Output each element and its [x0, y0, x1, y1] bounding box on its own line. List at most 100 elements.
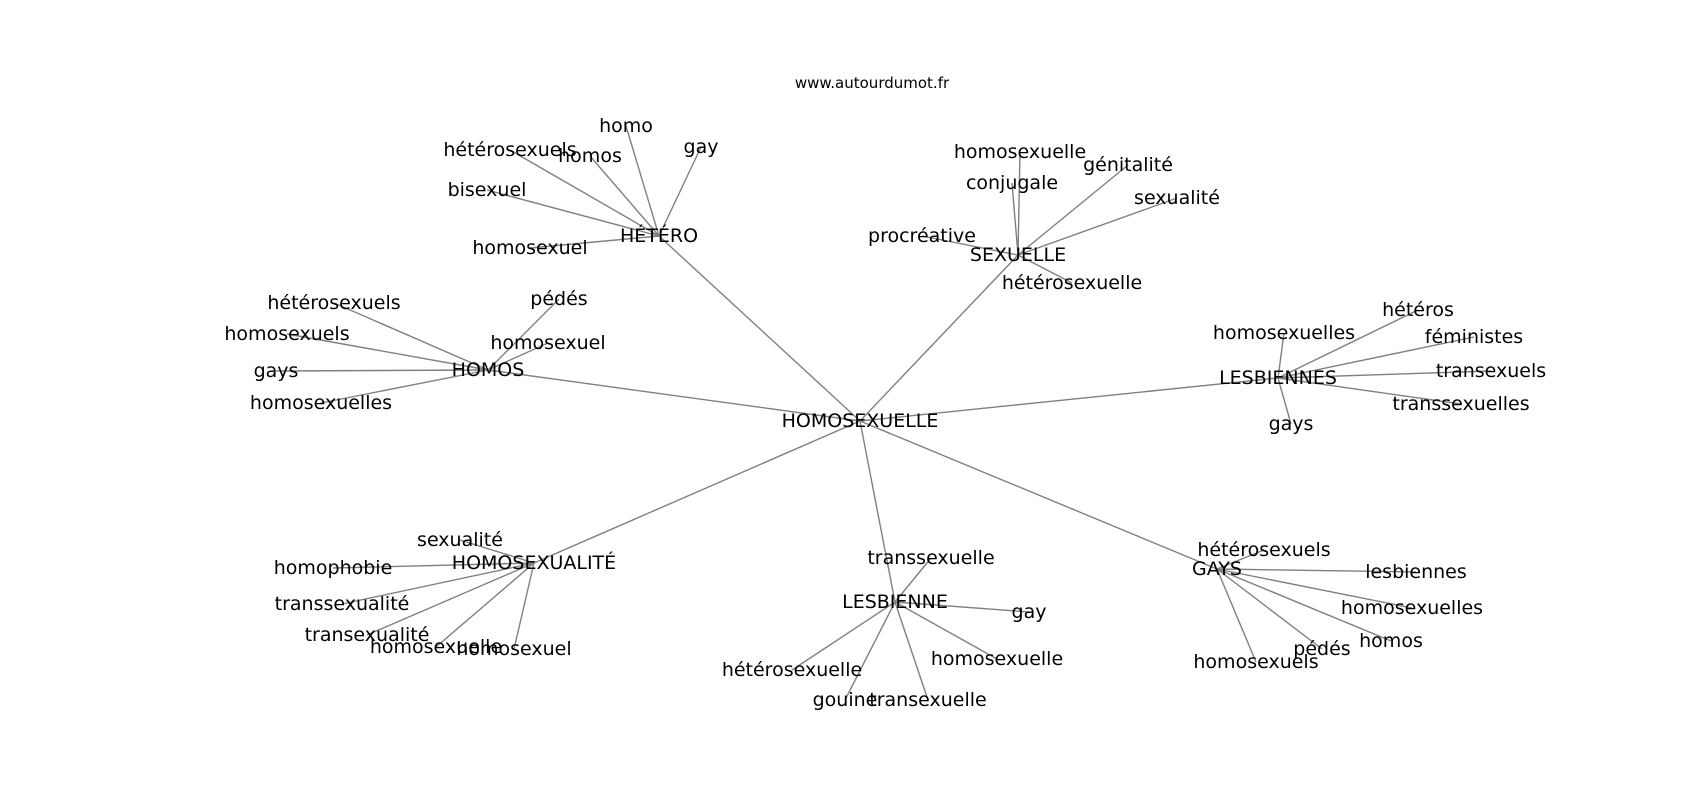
word-node[interactable]: transexualité: [305, 624, 430, 646]
edge-hub-word: [1216, 549, 1265, 570]
edge-center-hub: [658, 235, 861, 422]
word-node[interactable]: hétérosexuels: [443, 139, 576, 161]
word-node[interactable]: hétérosexuels: [267, 292, 400, 314]
edge-hub-word: [333, 302, 489, 371]
word-node[interactable]: lesbiennes: [1365, 561, 1467, 583]
word-node[interactable]: homosexuelles: [1341, 597, 1483, 619]
word-node[interactable]: pédés: [530, 288, 587, 310]
edge-hub-word: [894, 557, 932, 603]
word-node[interactable]: homosexuel: [490, 332, 605, 354]
word-node[interactable]: pédés: [1293, 638, 1350, 660]
edge-hub-word: [1017, 254, 1073, 284]
edge-hub-word: [1011, 182, 1019, 256]
word-node[interactable]: homosexuel: [456, 638, 571, 660]
word-node[interactable]: hétéros: [1382, 299, 1454, 321]
hub-node[interactable]: HÉTÉRO: [620, 224, 698, 247]
word-node[interactable]: gouine: [813, 689, 878, 711]
edge-hub-word: [791, 601, 896, 671]
word-node[interactable]: homosexuels: [224, 323, 349, 345]
edge-hub-word: [366, 562, 535, 636]
edge-hub-word: [1216, 568, 1323, 650]
word-node[interactable]: hétérosexuelle: [1002, 272, 1142, 294]
word-node[interactable]: bisexuel: [448, 179, 527, 201]
word-node[interactable]: gay: [684, 136, 719, 158]
edge-hub-word: [1017, 164, 1129, 256]
word-node[interactable]: transexuelle: [869, 689, 986, 711]
word-node[interactable]: homo: [599, 115, 653, 137]
edge-center-hub: [533, 420, 861, 564]
word-node[interactable]: hétérosexuels: [1197, 539, 1330, 561]
word-node[interactable]: sexualité: [417, 529, 503, 551]
edge-hub-word: [1017, 151, 1021, 256]
edge-center-hub: [859, 420, 896, 603]
hub-node[interactable]: LESBIENNE: [842, 591, 948, 613]
word-node[interactable]: homos: [558, 145, 622, 167]
edge-hub-word: [1216, 568, 1392, 642]
word-node[interactable]: hétérosexuelle: [722, 659, 862, 681]
word-node[interactable]: homosexuelles: [250, 392, 392, 414]
word-node[interactable]: transsexuelle: [867, 547, 994, 569]
word-node[interactable]: homosexuelle: [931, 648, 1063, 670]
edge-center-hub: [859, 377, 1279, 422]
word-node[interactable]: procréative: [868, 225, 976, 247]
word-node[interactable]: transexuels: [1436, 360, 1546, 382]
edge-hub-word: [1277, 309, 1419, 379]
edge-hub-word: [459, 539, 535, 564]
word-node[interactable]: sexualité: [1134, 187, 1220, 209]
word-node[interactable]: génitalité: [1083, 154, 1173, 176]
hub-node[interactable]: GAYS: [1192, 558, 1242, 580]
edge-hub-word: [486, 189, 660, 237]
edge-hub-word: [1277, 370, 1492, 379]
word-node[interactable]: homosexuelles: [1213, 322, 1355, 344]
site-title: www.autourdumot.fr: [795, 74, 950, 92]
edge-hub-word: [589, 155, 660, 237]
word-node[interactable]: homosexuel: [472, 237, 587, 259]
word-node[interactable]: homosexuels: [1193, 651, 1318, 673]
edge-hub-word: [894, 601, 1030, 613]
edge-center-hub: [859, 254, 1019, 422]
edge-hub-word: [1216, 568, 1257, 663]
hub-node[interactable]: SEXUELLE: [970, 244, 1066, 266]
edges: [275, 125, 1492, 701]
edge-hub-word: [1277, 377, 1292, 425]
edge-hub-word: [487, 298, 560, 371]
word-node[interactable]: transsexuelles: [1392, 393, 1529, 415]
hub-node[interactable]: HOMOSEXUALITÉ: [452, 551, 616, 574]
edge-hub-word: [1017, 197, 1178, 256]
edge-hub-word: [435, 562, 535, 648]
edge-hub-word: [894, 601, 929, 701]
edge-hub-word: [341, 562, 535, 605]
word-node[interactable]: homosexuelle: [954, 141, 1086, 163]
edge-hub-word: [275, 369, 489, 372]
hub-node[interactable]: LESBIENNES: [1219, 367, 1337, 389]
edge-center-hub: [487, 369, 861, 422]
word-node[interactable]: transsexualité: [275, 593, 410, 615]
edge-hub-word: [844, 601, 896, 701]
edge-center-hub: [859, 420, 1218, 570]
word-node[interactable]: homosexuelle: [370, 636, 502, 658]
edge-hub-word: [487, 342, 549, 371]
edge-hub-word: [625, 125, 660, 237]
edge-hub-word: [1277, 377, 1462, 405]
word-node[interactable]: féministes: [1425, 326, 1523, 348]
edge-hub-word: [894, 601, 998, 660]
labels: HOMOSEXUELLEHÉTÉROhomogayhétérosexuelsho…: [224, 115, 1546, 711]
word-node[interactable]: conjugale: [966, 172, 1058, 194]
edge-hub-word: [320, 369, 489, 404]
edge-hub-word: [1216, 568, 1413, 609]
edge-hub-word: [1216, 568, 1417, 573]
edge-hub-word: [658, 146, 702, 237]
word-node[interactable]: gays: [1269, 413, 1314, 435]
word-node[interactable]: gay: [1012, 601, 1047, 623]
word-node[interactable]: homophobie: [274, 557, 393, 579]
hub-node[interactable]: HOMOS: [452, 359, 525, 381]
word-node[interactable]: gays: [254, 360, 299, 382]
center-node[interactable]: HOMOSEXUELLE: [782, 410, 939, 432]
edge-hub-word: [1277, 332, 1285, 379]
edge-hub-word: [509, 149, 660, 237]
edge-hub-word: [513, 562, 535, 650]
word-node[interactable]: homos: [1359, 630, 1423, 652]
edge-hub-word: [1277, 336, 1475, 379]
edge-hub-word: [286, 333, 489, 371]
